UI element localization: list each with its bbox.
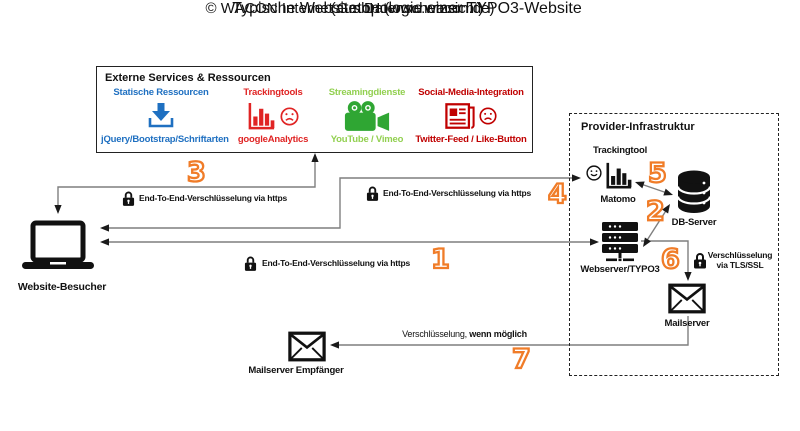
column-streaming: Streamingdienste YouTube / Vimeo — [319, 87, 415, 145]
encryption-label: End-To-End-Verschlüsselung via https — [383, 188, 532, 198]
column-static-resources: Statische Ressourcen jQuery/Bootstrap/Sc… — [101, 87, 229, 145]
laptop-icon — [20, 220, 96, 270]
envelope-icon — [288, 331, 326, 362]
lock-icon — [366, 185, 379, 202]
column-caption: YouTube / Vimeo — [330, 134, 404, 145]
receiver-label: Mailserver Empfänger — [248, 365, 344, 376]
sad-face-icon — [280, 106, 299, 126]
tls-label-line2: via TLS/SSL — [716, 260, 764, 270]
download-icon — [148, 103, 174, 129]
column-caption: googleAnalytics — [237, 134, 309, 145]
video-camera-icon — [343, 100, 391, 133]
connector-4 — [103, 177, 578, 229]
connection-number-7: 7 — [511, 344, 532, 375]
column-heading: Streamingdienste — [328, 87, 406, 98]
connection-number-3: 3 — [186, 157, 207, 188]
database-icon — [676, 170, 712, 215]
connection-number-1: 1 — [430, 244, 451, 275]
mailserver-label: Mailserver — [664, 318, 710, 329]
provider-box-title: Provider-Infrastruktur — [581, 121, 695, 133]
column-trackingtools: Trackingtools — [223, 87, 323, 145]
webserver-label: Webserver/TYPO3 — [580, 264, 660, 275]
page-subtitle: (aus Datenschutzsicht) — [330, 0, 484, 17]
footer-copyright: © WACON Internet GmbH (www.wacon.de) — [205, 0, 495, 17]
db-server-label: DB-Server — [671, 217, 717, 228]
column-heading: Trackingtools — [243, 87, 303, 98]
connection-number-5: 5 — [647, 158, 668, 189]
trackingtool-heading: Trackingtool — [592, 145, 648, 156]
lock-icon — [122, 190, 135, 207]
external-box-title: Externe Services & Ressourcen — [105, 72, 271, 84]
newspaper-icon — [445, 102, 475, 130]
visitor-label: Website-Besucher — [17, 281, 107, 293]
server-stack-icon — [602, 222, 638, 263]
mail-encryption-label-bold: wenn möglich — [469, 329, 527, 339]
bar-chart-icon — [247, 102, 276, 131]
happy-face-icon — [586, 165, 602, 181]
connection-number-4: 4 — [547, 179, 568, 210]
envelope-icon — [668, 283, 706, 314]
connection-number-2: 2 — [645, 196, 666, 227]
tls-label-line1: Verschlüsselung — [707, 250, 773, 260]
page-title: Typische Websitetopologie einer TYPO3-We… — [232, 0, 582, 17]
column-caption: jQuery/Bootstrap/Schriftarten — [101, 134, 229, 145]
mail-encryption-label: Verschlüsselung, wenn möglich — [392, 329, 537, 339]
provider-infrastructure-box: Provider-Infrastruktur — [569, 113, 779, 376]
column-caption: Twitter-Feed / Like-Button — [415, 134, 527, 145]
lock-icon — [244, 255, 257, 272]
column-heading: Social-Media-Integration — [418, 87, 524, 98]
matomo-label: Matomo — [600, 194, 636, 205]
sad-face-icon — [479, 107, 497, 125]
external-services-box: Externe Services & Ressourcen Statische … — [96, 66, 533, 153]
encryption-label: End-To-End-Verschlüsselung via https — [139, 193, 288, 203]
bar-chart-icon — [604, 162, 634, 190]
lock-icon — [693, 251, 707, 270]
encryption-label: End-To-End-Verschlüsselung via https — [262, 258, 411, 268]
mail-encryption-label-prefix: Verschlüsselung, — [402, 329, 467, 339]
connection-number-6: 6 — [660, 244, 681, 275]
column-heading: Statische Ressourcen — [113, 87, 209, 98]
column-social-media: Social-Media-Integration — [411, 87, 531, 145]
